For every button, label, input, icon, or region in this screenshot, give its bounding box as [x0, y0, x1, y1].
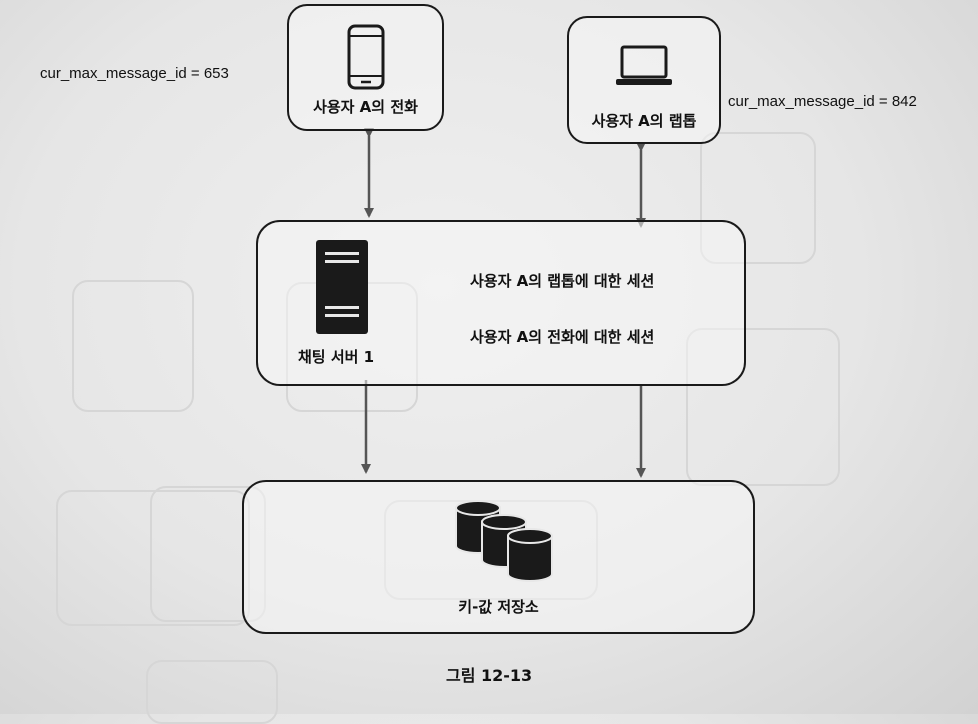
session-laptop-label: 사용자 A의 랩톱에 대한 세션 — [470, 272, 655, 290]
kv-storage-node: 키-값 저장소 — [242, 480, 755, 634]
phone-label: 사용자 A의 전화 — [313, 98, 418, 116]
phone-node: 사용자 A의 전화 — [287, 4, 444, 131]
database-icon — [455, 500, 553, 582]
chat-server-label: 채팅 서버 1 — [298, 348, 375, 366]
figure-caption: 그림 12-13 — [446, 666, 533, 685]
laptop-icon — [616, 45, 672, 85]
laptop-label: 사용자 A의 랩톱 — [591, 112, 697, 130]
laptop-node: 사용자 A의 랩톱 — [567, 16, 721, 144]
chat-server-node: 채팅 서버 1 사용자 A의 랩톱에 대한 세션 사용자 A의 전화에 대한 세… — [256, 220, 746, 386]
server-icon — [316, 240, 368, 334]
laptop-max-id-annotation: cur_max_message_id = 842 — [728, 93, 917, 110]
smartphone-icon — [347, 24, 385, 90]
phone-max-id-annotation: cur_max_message_id = 653 — [40, 65, 229, 82]
kv-storage-label: 키-값 저장소 — [458, 598, 539, 616]
session-phone-label: 사용자 A의 전화에 대한 세션 — [470, 328, 655, 346]
